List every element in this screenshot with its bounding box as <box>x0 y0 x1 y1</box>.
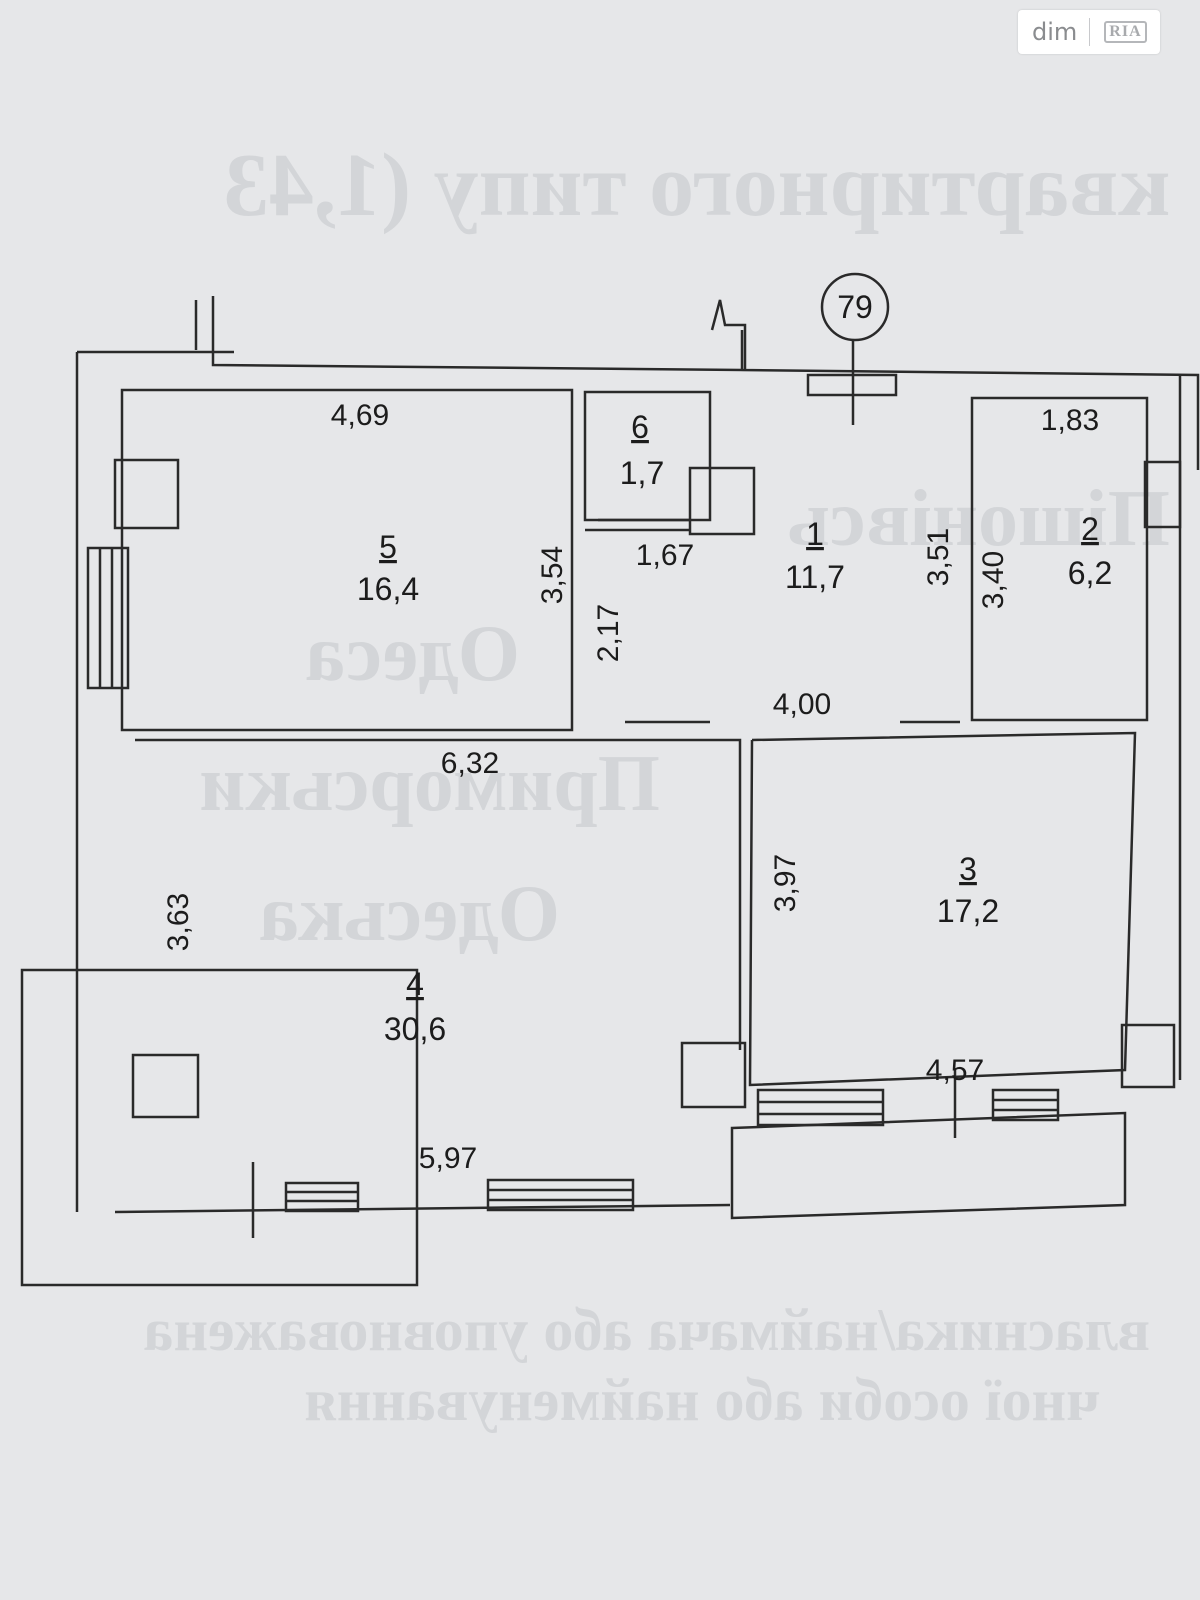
window <box>86 546 130 690</box>
dim-room4-top: 6,32 <box>441 747 499 780</box>
bg-text-line: Одеська <box>259 870 560 958</box>
bg-text-line: Приморськи <box>199 740 660 828</box>
window <box>486 1178 635 1212</box>
outer-wall <box>211 296 1200 470</box>
dim-room2-height: 3,40 <box>977 551 1010 609</box>
window <box>756 1088 885 1127</box>
vent-shaft <box>131 1053 200 1119</box>
watermark-divider <box>1089 18 1091 46</box>
dim-room1-height: 3,51 <box>922 528 955 586</box>
vent-shaft <box>1120 1023 1176 1089</box>
bg-text-line: чної особи або найменування <box>304 1367 1100 1433</box>
bg-text-line: Пішонівсь <box>788 475 1170 563</box>
outer-wall-bottom <box>114 1203 731 1214</box>
axis-marker: 79 <box>820 272 890 342</box>
dimension-labels: 4,69 3,54 1,67 2,17 4,00 3,51 1,83 3,40 … <box>162 399 1099 1175</box>
window <box>991 1088 1060 1122</box>
room-5-number: 5 <box>379 529 397 565</box>
watermark-brand: RIA <box>1104 21 1147 43</box>
dim-room5-height: 3,54 <box>536 546 569 604</box>
bg-text-line: власника/наймача або уповноважена <box>144 1297 1151 1363</box>
watermark-logo: dim RIA <box>1018 10 1160 54</box>
dim-room6-height: 2,17 <box>592 604 625 662</box>
balcony-right <box>730 1111 1127 1220</box>
room-4-number: 4 <box>406 966 424 1002</box>
room-2-area: 6,2 <box>1068 555 1112 591</box>
balcony-left <box>20 968 419 1287</box>
watermark-site: dim <box>1032 18 1078 46</box>
dim-room1-width: 4,00 <box>773 688 831 721</box>
vent-shaft <box>688 466 756 536</box>
room-1-number: 1 <box>806 516 824 552</box>
room-6-number: 6 <box>631 409 649 445</box>
room-3-number: 3 <box>959 851 977 887</box>
dim-room4-left: 3,63 <box>162 893 195 951</box>
dim-room4-bottom: 5,97 <box>419 1142 477 1175</box>
dim-room2-width: 1,83 <box>1041 404 1099 437</box>
room-labels: 5 16,4 6 1,7 1 11,7 2 6,2 3 17,2 4 30,6 <box>357 409 1112 1047</box>
room-4-outline <box>135 738 742 1050</box>
vent-shaft <box>680 1041 747 1109</box>
room-1-area: 11,7 <box>785 559 845 595</box>
window <box>284 1181 360 1213</box>
room-2-number: 2 <box>1081 511 1099 547</box>
dim-room6-width: 1,67 <box>636 539 694 572</box>
background-text: квартирного типу (1,43 Пішонівсь Одеса П… <box>144 136 1171 1433</box>
room-4-area: 30,6 <box>384 1011 446 1047</box>
room-5-outline <box>120 388 574 732</box>
dim-room3-left: 3,97 <box>769 854 802 912</box>
room-3-area: 17,2 <box>937 893 999 929</box>
room-3-outline <box>748 731 1137 1087</box>
chimney-2 <box>710 299 747 370</box>
plan-lines <box>20 296 1200 1287</box>
vent-shaft <box>1143 460 1182 529</box>
room-2-outline <box>970 396 1149 722</box>
dim-room5-width: 4,69 <box>331 399 389 432</box>
room-6-area: 1,7 <box>620 455 664 491</box>
room-5-area: 16,4 <box>357 571 419 607</box>
bg-text-line: Одеса <box>305 610 520 698</box>
axis-marker-label: 79 <box>837 289 873 325</box>
bg-text-line: квартирного типу (1,43 <box>224 136 1170 235</box>
vent-shaft <box>113 458 180 530</box>
dim-room3-bottom: 4,57 <box>926 1054 984 1087</box>
